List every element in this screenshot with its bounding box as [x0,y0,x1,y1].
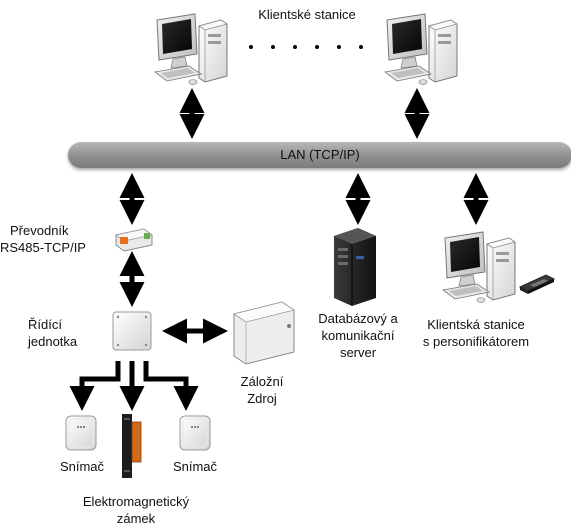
client-station-personifier-icon [442,231,516,303]
lock-label-line2: zámek [116,511,156,526]
database-server-label-line3: server [339,345,377,360]
control-unit-label-line2: jednotka [28,334,78,349]
reader-left-label: Snímač [59,459,105,474]
electromagnetic-lock-icon [122,414,142,478]
backup-power-label-line1: Záložní [240,374,284,389]
arrow-control-reader-right [143,361,199,411]
arrow-control-reader-left [69,361,121,411]
control-unit-icon [112,311,152,351]
converter-label-line1: Převodník [10,223,69,238]
client-stations-label: Klientské stanice [258,7,356,22]
reader-right-icon [179,415,211,451]
converter-label-line2: RS485-TCP/IP [0,240,86,255]
reader-left-icon [65,415,97,451]
lock-label: Elektromagnetický zámek [66,493,206,527]
lan-label: LAN (TCP/IP) [280,147,360,162]
client-personifier-label-line1: Klientská stanice [427,317,525,332]
database-server-label-line2: komunikační [321,328,395,343]
reader-right-label: Snímač [172,459,218,474]
client-station-right-icon [384,13,458,85]
personifier-device-icon [518,274,556,294]
database-server-label: Databázový a komunikační server [306,310,410,361]
lock-label-line1: Elektromagnetický [82,494,190,509]
client-personifier-label: Klientská stanice s personifikátorem [414,316,538,350]
ellipsis-dots [249,45,363,49]
control-unit-label-line1: Řídící [28,317,62,332]
client-personifier-label-line2: s personifikátorem [422,334,530,349]
database-server-icon [334,228,376,306]
backup-power-label: Záložní Zdroj [232,373,292,407]
backup-power-label-line2: Zdroj [247,391,277,406]
backup-power-supply-icon [233,301,295,365]
converter-label: Převodník RS485-TCP/IP [0,222,86,256]
database-server-label-line1: Databázový a [318,311,398,326]
converter-device-icon [115,228,153,252]
control-unit-label: Řídící jednotka [28,316,77,350]
client-station-left-icon [154,13,228,85]
lan-bus: LAN (TCP/IP) [68,142,571,168]
